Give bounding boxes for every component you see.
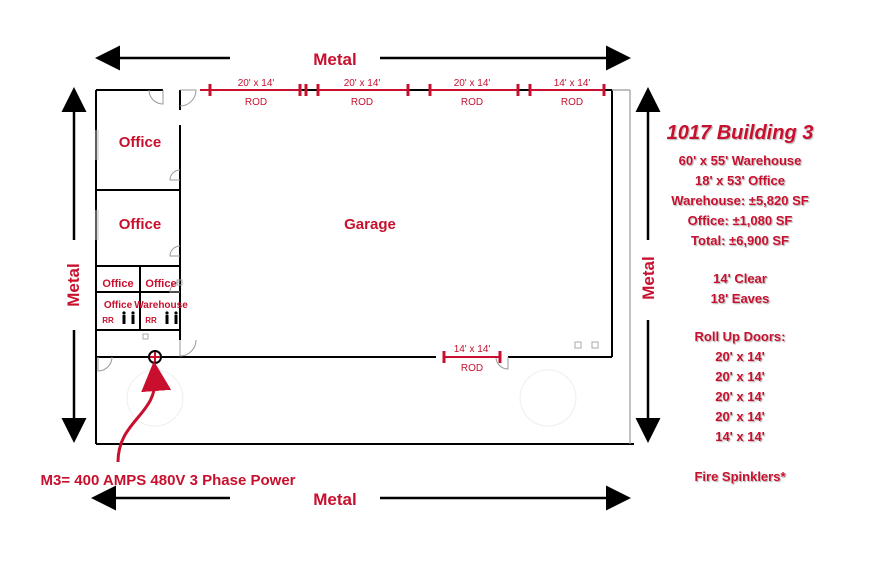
restroom-label-1: RR	[102, 316, 114, 325]
metal-top-label: Metal	[313, 50, 356, 69]
door-swings	[97, 89, 509, 372]
warehouse-small-label: Warehouse	[134, 300, 188, 311]
outlet-icon	[142, 279, 599, 349]
door-list-item: 20' x 14'	[715, 409, 765, 424]
power-label: M3= 400 AMPS 480V 3 Phase Power	[41, 472, 296, 489]
door-4-type: ROD	[561, 97, 583, 108]
office-label-4: Office	[145, 278, 176, 290]
door-1-size: 20' x 14'	[238, 78, 275, 89]
door-2-type: ROD	[351, 97, 373, 108]
fire-sprinklers: Fire Spinklers*	[694, 469, 786, 484]
building-title: 1017 Building 3	[666, 122, 814, 144]
spec-line: 60' x 55' Warehouse	[678, 153, 802, 168]
building-specs: 1017 Building 3 60' x 55' Warehouse 18' …	[640, 122, 840, 487]
doors-heading: Roll Up Doors:	[694, 329, 786, 344]
dimension-arrows	[61, 45, 661, 511]
clear-height: 14' Clear	[713, 271, 767, 286]
spec-line: Warehouse: ±5,820 SF	[671, 193, 809, 208]
roll-up-doors-top	[200, 84, 606, 96]
roll-up-door-inner	[442, 351, 502, 363]
office-label-1: Office	[119, 134, 162, 151]
door-inner-type: ROD	[461, 363, 483, 374]
door-2-size: 20' x 14'	[344, 78, 381, 89]
building-walls	[95, 89, 634, 445]
door-3-size: 20' x 14'	[454, 78, 491, 89]
office-label-2: Office	[119, 216, 162, 233]
door-1-type: ROD	[245, 97, 267, 108]
office-windows	[95, 130, 99, 240]
metal-bottom-label: Metal	[313, 490, 356, 509]
restroom-person-icon	[122, 311, 178, 324]
door-inner-size: 14' x 14'	[454, 344, 491, 355]
office-label-5: Office	[104, 300, 133, 311]
spec-line: 18' x 53' Office	[694, 173, 785, 188]
power-panel-icon	[148, 350, 162, 364]
metal-left-label: Metal	[64, 263, 83, 306]
metal-right-label: Metal	[639, 256, 658, 299]
spec-line: Office: ±1,080 SF	[687, 213, 793, 228]
spec-line: Total: ±6,900 SF	[691, 233, 789, 248]
office-label-3: Office	[102, 278, 133, 290]
door-list-item: 14' x 14'	[715, 429, 765, 444]
floor-arc-right	[519, 369, 577, 427]
door-3-type: ROD	[461, 97, 483, 108]
door-list-item: 20' x 14'	[715, 369, 765, 384]
power-callout-arrow	[116, 361, 172, 463]
garage-label: Garage	[344, 216, 396, 233]
door-list-item: 20' x 14'	[715, 349, 765, 364]
door-list-item: 20' x 14'	[715, 389, 765, 404]
eave-height: 18' Eaves	[710, 291, 770, 306]
restroom-label-2: RR	[145, 316, 157, 325]
door-4-size: 14' x 14'	[554, 78, 591, 89]
